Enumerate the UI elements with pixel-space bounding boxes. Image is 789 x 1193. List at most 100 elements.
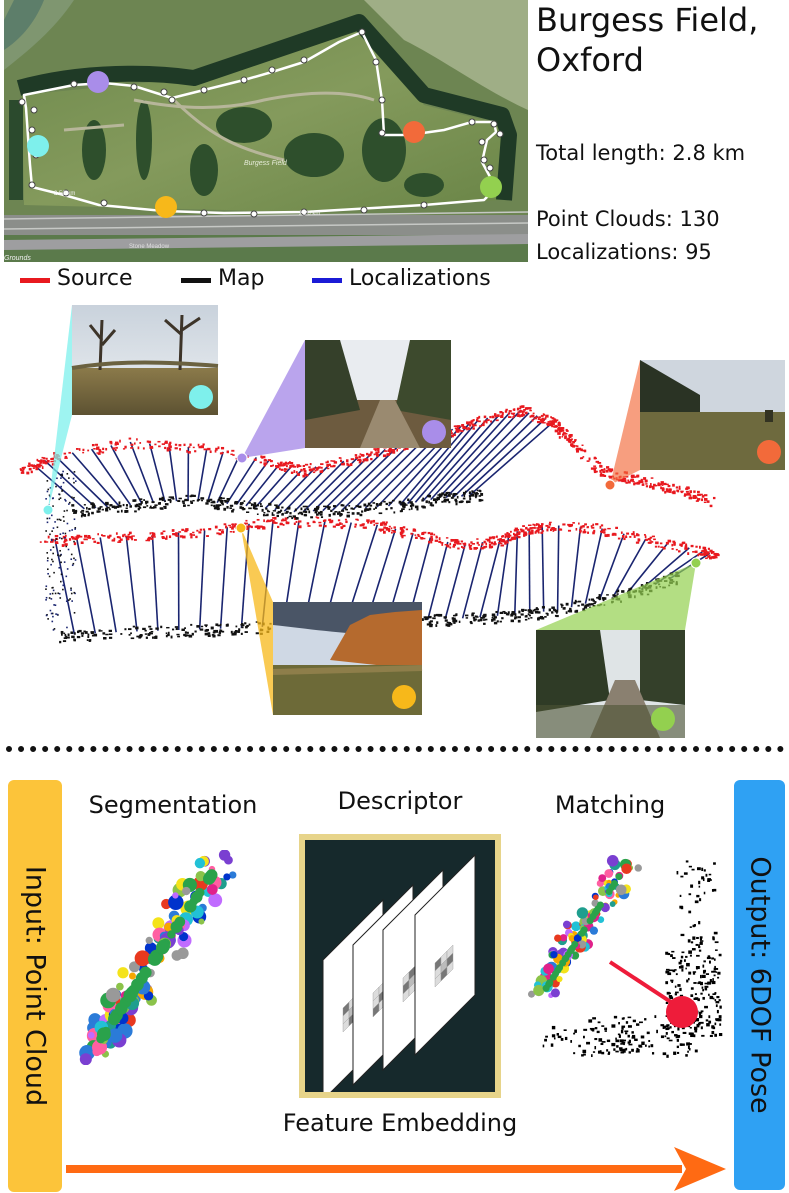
map-point (560, 1037, 564, 1041)
source-point (499, 411, 503, 414)
map-point (480, 499, 484, 502)
source-point (626, 532, 630, 535)
source-point (345, 459, 349, 463)
source-point (95, 447, 100, 450)
map-point (464, 614, 469, 617)
segment-cluster (155, 940, 170, 955)
source-point (572, 440, 576, 444)
map-point (496, 620, 499, 623)
map-point (201, 499, 203, 502)
source-point (184, 529, 188, 533)
map-point (289, 512, 292, 515)
map-point (64, 498, 66, 501)
source-point (651, 486, 655, 490)
map-point (528, 614, 531, 617)
source-point (266, 520, 270, 522)
map-point (327, 505, 329, 508)
localization-line (460, 417, 547, 497)
source-point (231, 526, 235, 528)
map-point (701, 1034, 705, 1037)
source-point (662, 546, 666, 550)
source-point (603, 468, 606, 471)
map-point (61, 632, 63, 636)
source-point (471, 419, 474, 423)
segment-cluster (107, 1028, 123, 1043)
map-point (613, 595, 617, 598)
source-point (174, 447, 178, 450)
source-point (701, 495, 705, 498)
map-point (429, 504, 432, 506)
map-point (222, 497, 225, 500)
localization-line (479, 539, 501, 618)
map-point (619, 1047, 623, 1050)
callout-wedge-yellow (241, 528, 273, 715)
map-point (598, 594, 601, 597)
map-point (337, 512, 340, 515)
source-point (37, 460, 40, 462)
map-point (369, 504, 373, 507)
source-point (302, 464, 305, 467)
source-point (399, 531, 402, 535)
source-point (45, 457, 48, 460)
segment-cluster (589, 926, 599, 935)
localization-line (216, 454, 241, 504)
segment-cluster (96, 1027, 111, 1042)
map-point (217, 624, 221, 627)
source-point (460, 545, 463, 548)
map-point (588, 603, 591, 606)
map-point (350, 507, 354, 510)
segment-cluster (571, 921, 581, 932)
source-point (462, 546, 466, 549)
map-point (421, 499, 424, 502)
map-point (594, 1038, 598, 1041)
map-point (436, 621, 439, 624)
map-point (56, 518, 59, 521)
source-point (174, 533, 178, 536)
map-point (698, 949, 702, 952)
source-point (280, 461, 283, 465)
source-point (508, 539, 512, 542)
map-point (255, 632, 259, 635)
source-point (667, 484, 671, 488)
map-point (267, 510, 271, 513)
map-point (255, 504, 259, 507)
source-point (330, 460, 333, 462)
map-point (622, 1049, 626, 1053)
source-point (207, 447, 211, 451)
source-point (172, 533, 176, 536)
map-point (665, 970, 670, 974)
map-point (456, 495, 459, 499)
localization-line (75, 538, 97, 634)
source-point (472, 427, 475, 430)
map-point (73, 496, 75, 499)
map-point (108, 636, 113, 639)
source-point (493, 543, 497, 545)
source-point (168, 535, 172, 539)
map-point (678, 961, 682, 965)
source-point (274, 522, 278, 524)
map-point (715, 1001, 720, 1004)
source-point (357, 459, 360, 462)
source-point (329, 520, 333, 524)
segment-cluster (556, 964, 564, 972)
source-point (623, 479, 626, 482)
map-point (314, 511, 317, 514)
source-point (133, 442, 136, 445)
source-point (197, 443, 200, 447)
map-point (686, 1042, 691, 1046)
map-point (105, 502, 109, 506)
map-point (588, 598, 591, 601)
map-point (87, 635, 90, 639)
source-point (477, 544, 480, 546)
map-point (63, 632, 66, 635)
source-point (359, 453, 362, 455)
source-point (315, 516, 318, 518)
source-point (232, 530, 235, 533)
source-point (580, 448, 583, 452)
map-point (656, 1029, 658, 1034)
source-point (661, 487, 665, 490)
map-point (715, 971, 717, 973)
source-point (696, 498, 701, 501)
map-label-distance: 2.50 km (54, 191, 75, 197)
map-point (665, 1027, 669, 1031)
